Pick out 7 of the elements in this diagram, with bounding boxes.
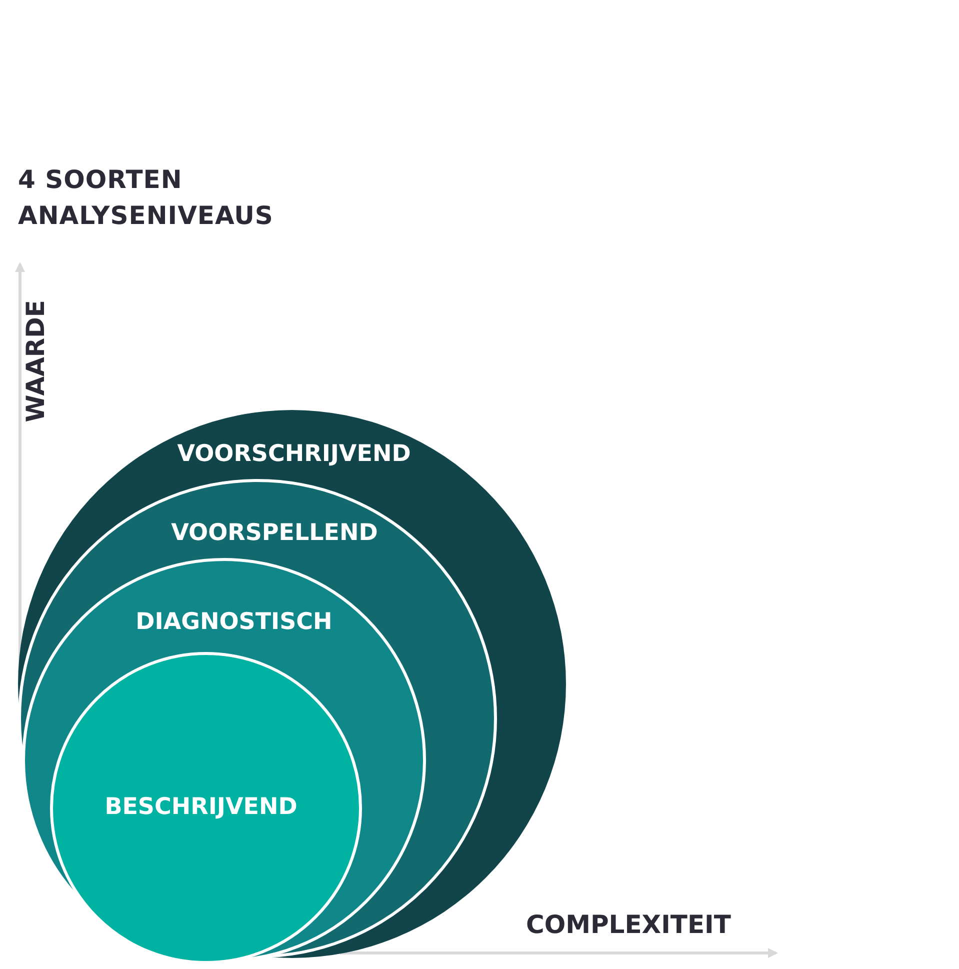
diagram-title: 4 SOORTEN ANALYSENIVEAUS: [18, 164, 274, 232]
axis-label: COMPLEXITEIT: [526, 910, 731, 939]
circle-label: DIAGNOSTISCH: [136, 608, 332, 636]
circle-label: BESCHRIJVEND: [104, 793, 298, 821]
circle-label: VOORSCHRIJVEND: [177, 440, 411, 468]
axis-label: WAARDE: [21, 300, 50, 422]
circle-label: VOORSPELLEND: [171, 519, 378, 547]
